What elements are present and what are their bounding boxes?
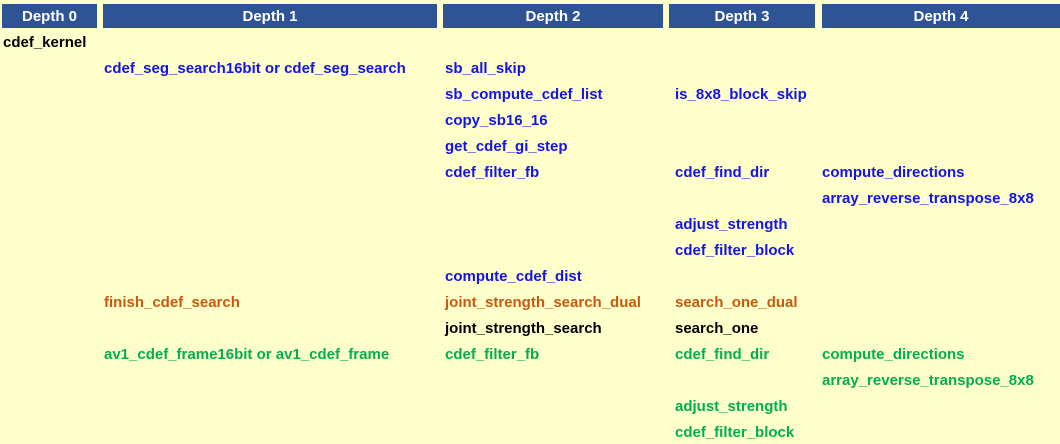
- function-name-cell: cdef_kernel: [3, 34, 87, 51]
- table-row: cdef_kernel: [0, 30, 1060, 56]
- function-name-cell: sb_all_skip: [445, 60, 526, 77]
- function-name-cell: compute_directions: [822, 164, 965, 181]
- function-name-cell: cdef_find_dir: [675, 346, 770, 363]
- function-name-cell: joint_strength_search_dual: [445, 294, 641, 311]
- function-name-cell: adjust_strength: [675, 216, 788, 233]
- function-name-cell: compute_directions: [822, 346, 965, 363]
- function-name-cell: finish_cdef_search: [104, 294, 240, 311]
- table-row: joint_strength_search search_one: [0, 316, 1060, 342]
- table-row: cdef_filter_fb cdef_find_dir compute_direc…: [0, 160, 1060, 186]
- table-row: array_reverse_transpose_8x8: [0, 368, 1060, 394]
- function-name-cell: array_reverse_transpose_8x8: [822, 190, 1034, 207]
- table-row: cdef_seg_search16bit or cdef_seg_search s…: [0, 56, 1060, 82]
- column-header-depth-4: Depth 4: [822, 4, 1060, 28]
- function-name-cell: cdef_filter_block: [675, 242, 795, 259]
- column-header-depth-2: Depth 2: [443, 4, 663, 28]
- table-row: get_cdef_gi_step: [0, 134, 1060, 160]
- table-row: adjust_strength: [0, 394, 1060, 420]
- table-row: finish_cdef_search joint_strength_search_…: [0, 290, 1060, 316]
- function-name-cell: sb_compute_cdef_list: [445, 86, 603, 103]
- table-row: cdef_filter_block: [0, 238, 1060, 264]
- function-name-cell: cdef_seg_search16bit or cdef_seg_search: [104, 60, 406, 77]
- table-row: array_reverse_transpose_8x8: [0, 186, 1060, 212]
- function-name-cell: search_one: [675, 320, 759, 337]
- function-name-cell: av1_cdef_frame16bit or av1_cdef_frame: [104, 346, 390, 363]
- function-name-cell: adjust_strength: [675, 398, 788, 415]
- function-name-cell: compute_cdef_dist: [445, 268, 582, 285]
- column-header-depth-0: Depth 0: [2, 4, 97, 28]
- function-name-cell: array_reverse_transpose_8x8: [822, 372, 1034, 389]
- table-row: cdef_filter_block: [0, 420, 1060, 444]
- function-name-cell: cdef_filter_fb: [445, 164, 540, 181]
- function-name-cell: get_cdef_gi_step: [445, 138, 568, 155]
- table-row: compute_cdef_dist: [0, 264, 1060, 290]
- function-name-cell: cdef_find_dir: [675, 164, 770, 181]
- function-name-cell: joint_strength_search: [445, 320, 602, 337]
- table-row: sb_compute_cdef_list is_8x8_block_skip: [0, 82, 1060, 108]
- table-body: cdef_kernel cdef_seg_search16bit or cdef_…: [0, 30, 1060, 444]
- table-row: av1_cdef_frame16bit or av1_cdef_frame cde…: [0, 342, 1060, 368]
- function-name-cell: cdef_filter_fb: [445, 346, 540, 363]
- table-row: copy_sb16_16: [0, 108, 1060, 134]
- column-header-depth-1: Depth 1: [103, 4, 437, 28]
- function-name-cell: search_one_dual: [675, 294, 798, 311]
- function-name-cell: copy_sb16_16: [445, 112, 548, 129]
- function-name-cell: cdef_filter_block: [675, 424, 795, 441]
- function-name-cell: is_8x8_block_skip: [675, 86, 807, 103]
- table-row: adjust_strength: [0, 212, 1060, 238]
- column-header-depth-3: Depth 3: [669, 4, 815, 28]
